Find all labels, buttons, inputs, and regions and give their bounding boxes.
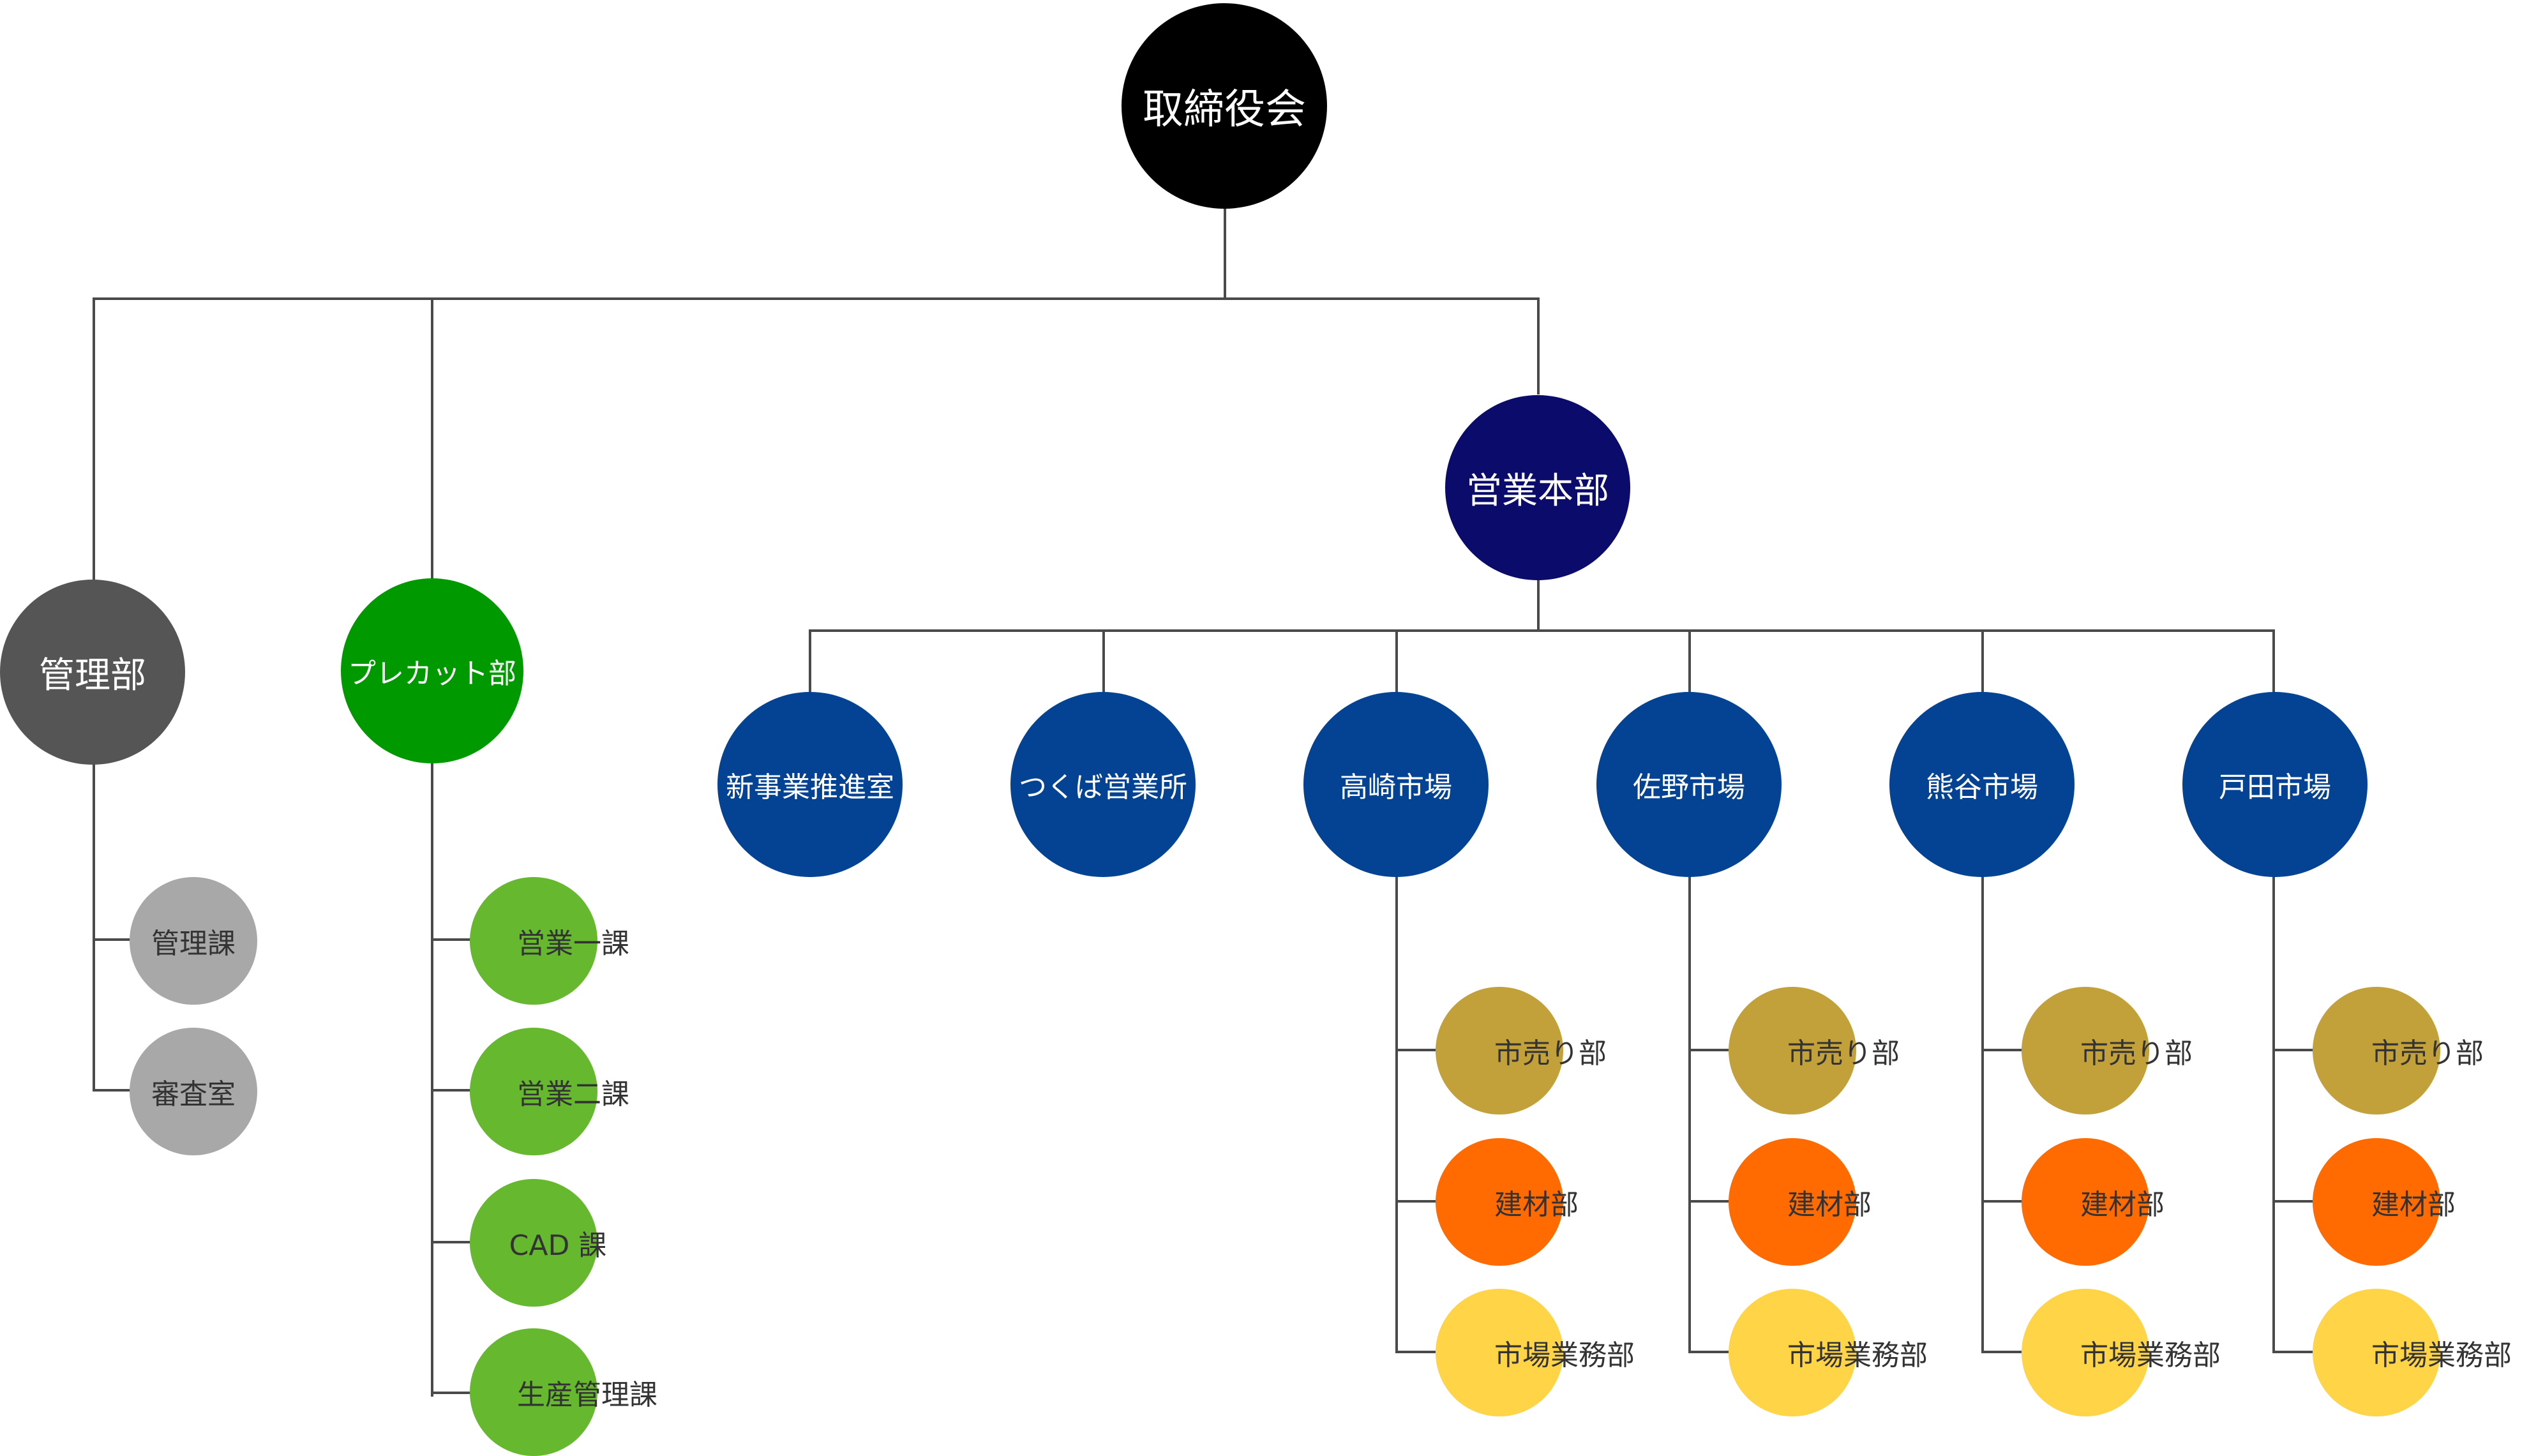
building-materials-label: 建材部 — [1494, 1189, 1579, 1221]
takasaki-market-sales-node: 市売り部 — [1436, 987, 1607, 1115]
market-sales-label: 市売り部 — [1787, 1037, 1900, 1070]
market-sales-label: 市売り部 — [2371, 1037, 2484, 1070]
connector-line — [93, 938, 132, 941]
market-ops-label: 市場業務部 — [2371, 1339, 2512, 1372]
toda-market-ops-node: 市場業務部 — [2313, 1289, 2512, 1416]
connector-line — [1688, 1351, 1730, 1353]
connector-line — [2272, 1351, 2315, 1353]
kumagaya-market-sales-node: 市売り部 — [2022, 987, 2193, 1115]
market-sales-label: 市売り部 — [2080, 1037, 2193, 1070]
building-materials-label: 建材部 — [1787, 1189, 1872, 1221]
tsukuba-label: つくば営業所 — [1019, 771, 1187, 804]
precut-production-node: 生産管理課 — [470, 1328, 657, 1456]
connector-line — [1981, 1200, 2023, 1203]
connector-line — [1395, 874, 1398, 1353]
market-ops-label: 市場業務部 — [1494, 1339, 1635, 1372]
precut-sales2-node: 営業二課 — [470, 1028, 629, 1155]
audit-office-label: 審査室 — [151, 1078, 236, 1111]
precut-sales1-node: 営業一課 — [470, 877, 629, 1005]
toda-label: 戸田市場 — [2219, 771, 2331, 804]
sano-node: 佐野市場 — [1596, 692, 1782, 877]
connector-line — [1688, 1200, 1730, 1203]
connector-line — [431, 1089, 472, 1092]
precut-sales1-label: 営業一課 — [517, 927, 629, 960]
connector-line — [809, 629, 811, 693]
sano-market-sales-node: 市売り部 — [1729, 987, 1900, 1115]
sano-market-ops-node: 市場業務部 — [1729, 1289, 1928, 1416]
connector-line — [93, 297, 95, 581]
kumagaya-market-ops-node: 市場業務部 — [2022, 1289, 2221, 1416]
connector-line — [1981, 1351, 2023, 1353]
connector-line — [1537, 297, 1540, 394]
audit-office-node: 審査室 — [130, 1028, 257, 1155]
connector-line — [431, 297, 433, 581]
market-ops-label: 市場業務部 — [1787, 1339, 1928, 1372]
connector-line — [1688, 1049, 1730, 1051]
admin-dept-label: 管理部 — [39, 654, 146, 696]
board-node: 取締役会 — [1122, 3, 1327, 209]
toda-node: 戸田市場 — [2182, 692, 2368, 877]
takasaki-label: 高崎市場 — [1340, 771, 1452, 804]
connector-line — [2272, 1049, 2315, 1051]
tsukuba-node: つくば営業所 — [1010, 692, 1196, 877]
new-business-node: 新事業推進室 — [717, 692, 903, 877]
connector-line — [1102, 629, 1105, 693]
connector-line — [2272, 629, 2275, 693]
market-ops-label: 市場業務部 — [2080, 1339, 2221, 1372]
connector-line — [1981, 629, 1984, 693]
connector-line — [1395, 629, 1398, 693]
connector-line — [1395, 1351, 1437, 1353]
sales-hq-node: 営業本部 — [1445, 395, 1630, 580]
connector-line — [93, 1089, 132, 1092]
kumagaya-node: 熊谷市場 — [1889, 692, 2075, 877]
sano-label: 佐野市場 — [1633, 771, 1745, 804]
takasaki-market-ops-node: 市場業務部 — [1436, 1289, 1635, 1416]
toda-building-materials-node: 建材部 — [2313, 1138, 2456, 1266]
connector-line — [1537, 576, 1540, 632]
connector-line — [1981, 874, 1984, 1353]
connector-line — [1395, 1049, 1437, 1051]
precut-dept-label: プレカット部 — [348, 657, 516, 690]
connector-line — [2272, 874, 2275, 1353]
kumagaya-building-materials-node: 建材部 — [2022, 1138, 2165, 1266]
sano-building-materials-node: 建材部 — [1729, 1138, 1872, 1266]
precut-cad-label: CAD 課 — [509, 1229, 607, 1262]
admin-section-label: 管理課 — [151, 927, 236, 960]
connector-line — [431, 1392, 472, 1394]
connector-line — [93, 297, 1540, 300]
market-sales-label: 市売り部 — [1494, 1037, 1607, 1070]
connector-line — [93, 760, 95, 1092]
connector-line — [431, 760, 433, 1397]
admin-dept-node: 管理部 — [0, 580, 185, 765]
precut-cad-node: CAD 課 — [470, 1179, 606, 1307]
board-label: 取締役会 — [1143, 86, 1306, 133]
takasaki-node: 高崎市場 — [1303, 692, 1489, 877]
new-business-label: 新事業推進室 — [726, 771, 894, 804]
admin-section-node: 管理課 — [130, 877, 257, 1005]
precut-dept-node: プレカット部 — [341, 578, 523, 763]
takasaki-building-materials-node: 建材部 — [1436, 1138, 1579, 1266]
kumagaya-label: 熊谷市場 — [1926, 771, 2038, 804]
sales-hq-label: 営業本部 — [1466, 470, 1609, 512]
precut-sales2-label: 営業二課 — [517, 1078, 629, 1111]
connector-line — [1224, 204, 1226, 299]
connector-line — [1395, 1200, 1437, 1203]
building-materials-label: 建材部 — [2080, 1189, 2165, 1221]
connector-line — [1688, 629, 1691, 693]
connector-line — [1688, 874, 1691, 1353]
toda-market-sales-node: 市売り部 — [2313, 987, 2484, 1115]
connector-line — [431, 938, 472, 941]
precut-production-label: 生産管理課 — [517, 1379, 657, 1411]
connector-line — [2272, 1200, 2315, 1203]
connector-line — [809, 629, 2275, 632]
building-materials-label: 建材部 — [2371, 1189, 2456, 1221]
connector-line — [431, 1241, 472, 1243]
connector-line — [1981, 1049, 2023, 1051]
